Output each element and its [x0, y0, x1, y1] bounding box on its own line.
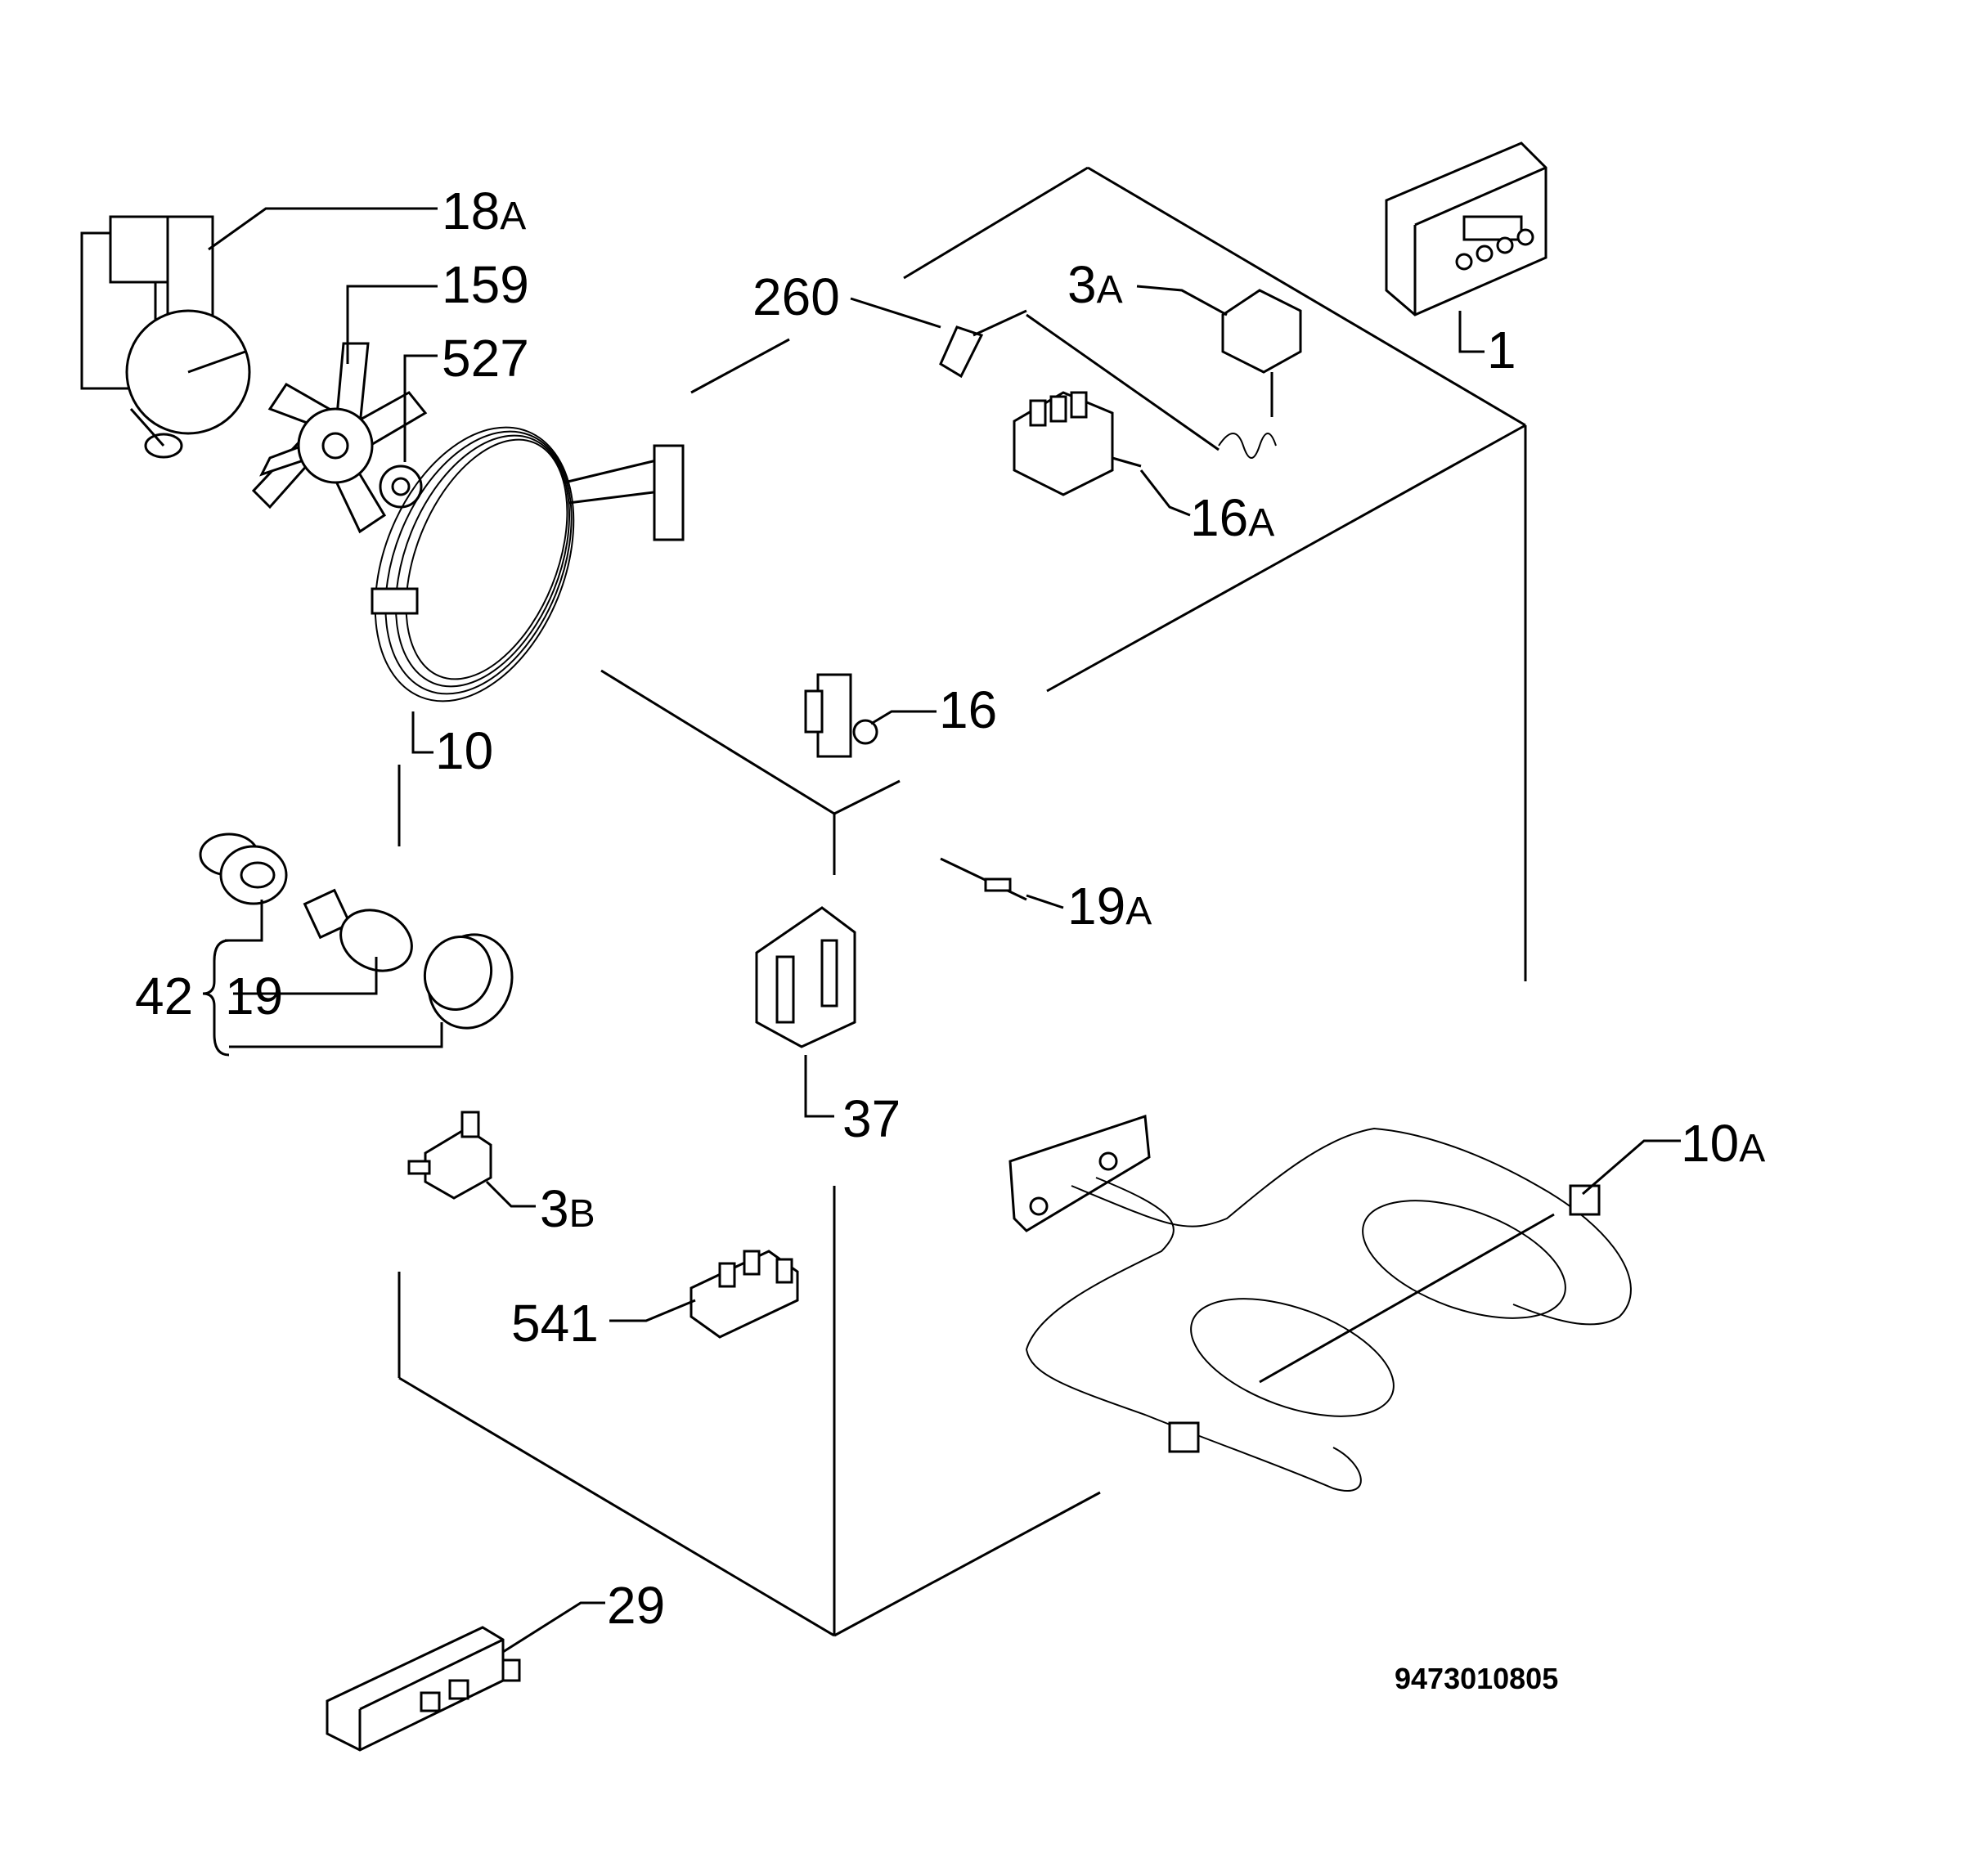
- thermostat-part: [1218, 289, 1302, 459]
- part-labels: 18A 159 527 260 3A 1 16A 10 16 19A 42 19…: [135, 182, 1765, 1635]
- leader-lines: [208, 207, 1681, 1654]
- part-label-19a: 19A: [1067, 877, 1152, 936]
- part-label-37: 37: [842, 1089, 901, 1148]
- timer-module-part: [1385, 141, 1547, 316]
- drawing-code: 9473010805: [1395, 1662, 1558, 1695]
- part-label-3b: 3B: [540, 1179, 595, 1238]
- part-label-527: 527: [442, 329, 529, 388]
- part-label-29: 29: [607, 1576, 665, 1635]
- part-label-16a: 16A: [1190, 488, 1274, 547]
- part-label-1: 1: [1487, 321, 1516, 379]
- part-label-16: 16: [939, 680, 997, 739]
- part-label-260: 260: [752, 267, 840, 326]
- thermal-fuse-part: [407, 1111, 492, 1200]
- mounting-bracket-part: [755, 906, 856, 1048]
- part-label-42: 42: [135, 967, 193, 1026]
- part-label-18a: 18A: [442, 182, 526, 240]
- part-label-10: 10: [435, 721, 493, 780]
- circular-heating-element-part: [371, 426, 685, 702]
- part-label-159: 159: [442, 255, 529, 314]
- lamp-cover-part: [423, 933, 514, 1030]
- grill-heating-element-part: [1008, 1114, 1632, 1492]
- part-label-3a: 3A: [1067, 255, 1123, 314]
- part-group-brace: [202, 939, 230, 1057]
- fan-nut-part: [379, 465, 423, 509]
- cabinet-outline: [398, 166, 1527, 1637]
- lamp-bulb-part: [303, 888, 413, 972]
- selector-switch-part: [1013, 391, 1142, 496]
- push-switch-part: [804, 673, 878, 758]
- part-label-19: 19: [225, 967, 283, 1026]
- lamp-holder-part: [199, 833, 288, 905]
- temperature-sensor-part: [939, 309, 1220, 451]
- terminal-block-part: [690, 1250, 799, 1339]
- cable-part: [940, 857, 1027, 901]
- part-label-541: 541: [511, 1294, 599, 1353]
- fan-blade-part: [251, 342, 428, 534]
- ignition-unit-part: [326, 1626, 521, 1752]
- fan-motor-part: [80, 215, 251, 459]
- part-label-10a: 10A: [1681, 1114, 1765, 1173]
